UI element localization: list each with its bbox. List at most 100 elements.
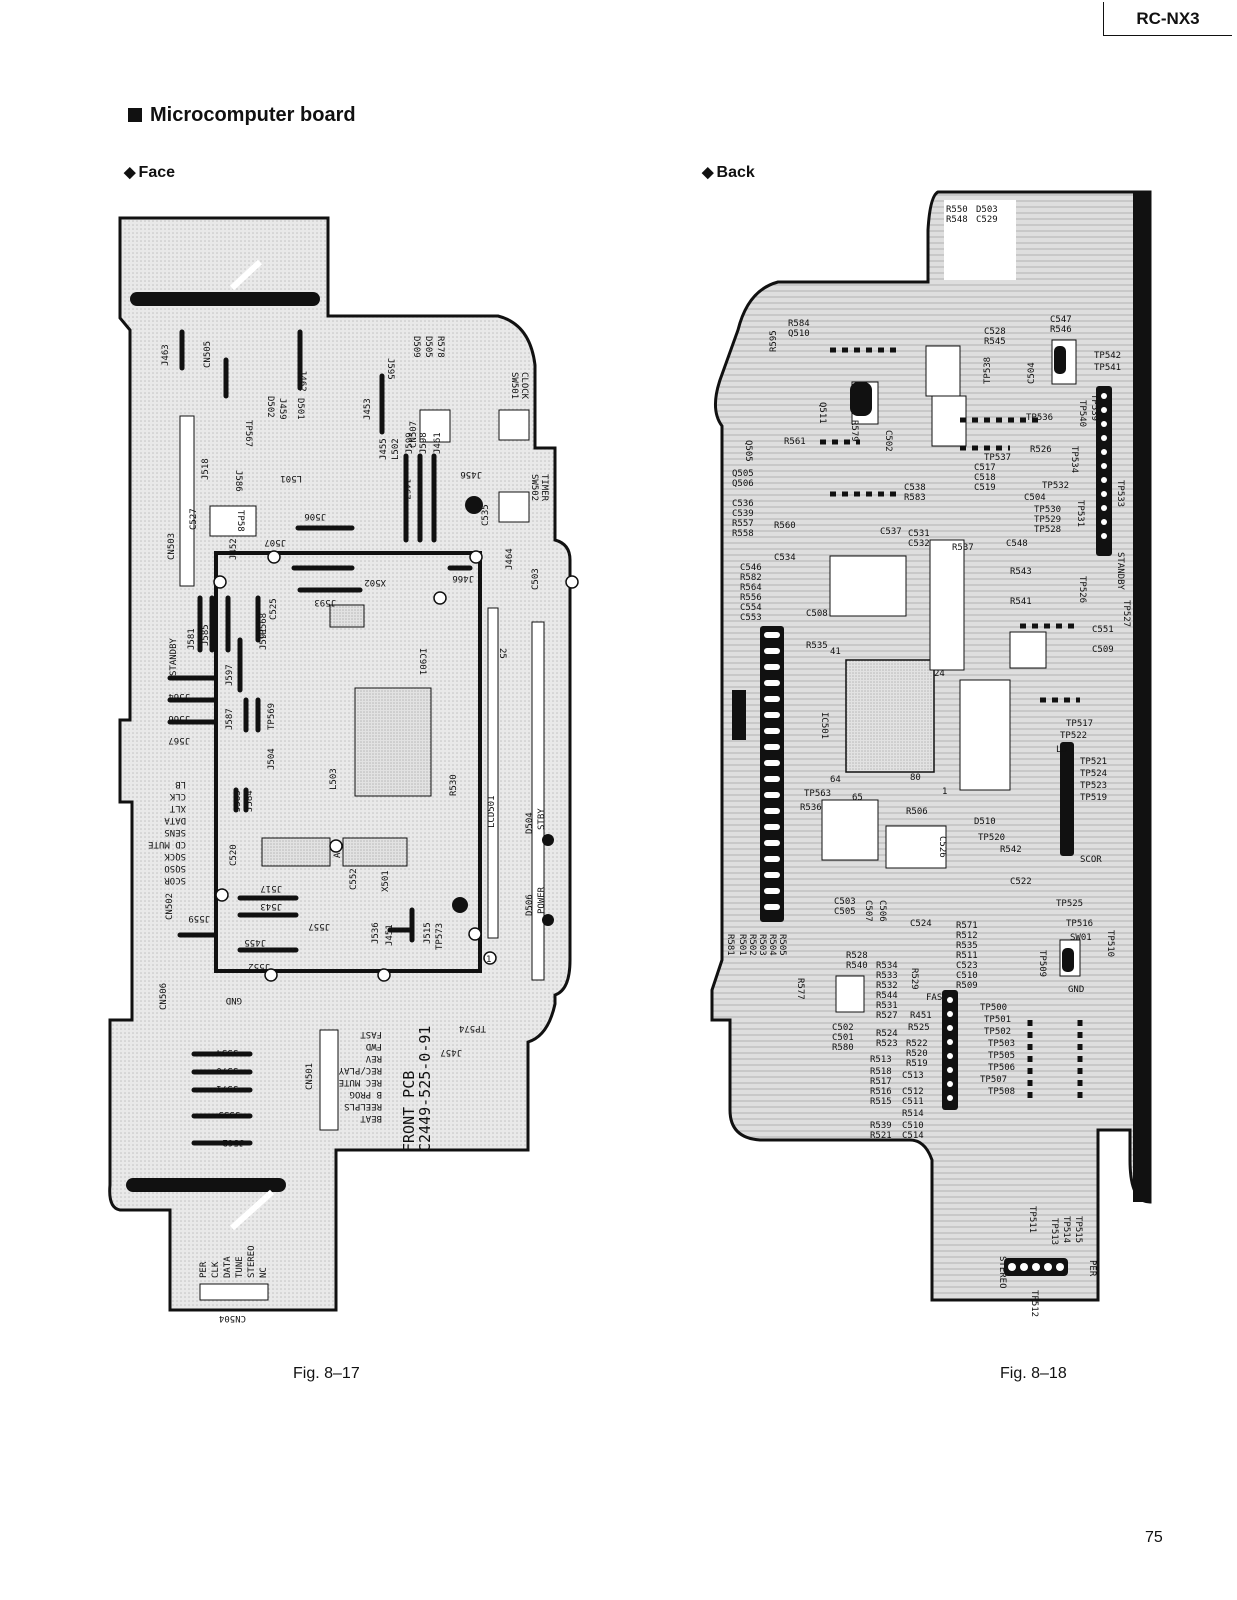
label-stereo: STEREO bbox=[247, 1245, 257, 1278]
label-j583: J583 bbox=[233, 790, 243, 812]
label-r523: R523 bbox=[876, 1039, 898, 1049]
label-j466: J466 bbox=[452, 573, 474, 583]
label-r584: R584 bbox=[788, 319, 810, 329]
sw501-switch bbox=[498, 409, 530, 441]
label-pin80: 80 bbox=[910, 773, 921, 783]
label-lcd501: LCD501 bbox=[487, 795, 497, 828]
label-j599: J599 bbox=[405, 432, 415, 454]
label-tp505: TP505 bbox=[988, 1051, 1015, 1061]
page-number: 75 bbox=[1145, 1529, 1163, 1546]
cn503-connector bbox=[179, 415, 195, 587]
model-number: RC-NX3 bbox=[1103, 2, 1232, 36]
label-tp510: TP510 bbox=[1105, 930, 1115, 957]
face-diagonal-mark-1 bbox=[229, 259, 263, 291]
section-title: Microcomputer board bbox=[128, 104, 356, 127]
label-beat: BEAT bbox=[360, 1113, 382, 1123]
label-power: POWER bbox=[537, 886, 547, 914]
label-r512: R512 bbox=[956, 931, 978, 941]
label-c508: C508 bbox=[806, 609, 828, 619]
label-cn507: CN507 bbox=[409, 421, 419, 448]
label-pin65: 65 bbox=[852, 793, 863, 803]
label-standby: STANDBY bbox=[169, 637, 179, 676]
label-tp521: TP521 bbox=[1080, 757, 1107, 767]
back-solder-blobs bbox=[850, 346, 1074, 972]
cn504-connector bbox=[199, 1283, 269, 1301]
label-j586: J586 bbox=[233, 470, 243, 492]
label-q511: Q511 bbox=[817, 402, 827, 424]
label-tp530: TP530 bbox=[1034, 505, 1061, 515]
face-lcd-frame bbox=[214, 551, 482, 973]
lcd-connector-strip bbox=[487, 607, 499, 939]
face-vias bbox=[213, 550, 579, 982]
label-per: PER bbox=[1087, 1260, 1097, 1277]
label-j554: J554 bbox=[216, 1047, 238, 1057]
label-pcb-number: C2449-525-0-91 bbox=[416, 1026, 434, 1152]
label-r583: R583 bbox=[904, 493, 926, 503]
label-j467: J467 bbox=[401, 478, 411, 500]
tp-pad-column-right bbox=[1096, 386, 1112, 556]
label-r539: R539 bbox=[870, 1121, 892, 1131]
label-j552: J552 bbox=[248, 961, 270, 971]
label-j587: J587 bbox=[225, 708, 235, 730]
label-r540: R540 bbox=[846, 961, 868, 971]
label-tp527: TP527 bbox=[1121, 600, 1131, 627]
label-j557: J557 bbox=[308, 921, 330, 931]
label-j555: J555 bbox=[218, 1109, 240, 1119]
label-j518: J518 bbox=[201, 458, 211, 480]
label-tp525: TP525 bbox=[1056, 899, 1083, 909]
label-tp528: TP528 bbox=[1034, 525, 1061, 535]
label-c502: C502 bbox=[883, 430, 893, 452]
label-tp541: TP541 bbox=[1094, 363, 1121, 373]
label-j452: J452 bbox=[229, 538, 239, 560]
c535-capacitor bbox=[465, 496, 483, 514]
label-j455b: J455 bbox=[244, 937, 266, 947]
label-c520: C520 bbox=[229, 844, 239, 866]
label-scor: SCOR bbox=[1080, 855, 1102, 865]
face-subtitle-text: Face bbox=[138, 164, 176, 181]
label-r546: R546 bbox=[1050, 325, 1072, 335]
label-r577: R577 bbox=[795, 978, 805, 1000]
label-c501: C501 bbox=[832, 1033, 854, 1043]
label-sens: SENS bbox=[164, 827, 186, 837]
label-r528: R528 bbox=[846, 951, 868, 961]
back-top-label-area bbox=[944, 200, 1016, 280]
label-c528: C528 bbox=[984, 327, 1006, 337]
label-c548: C548 bbox=[1006, 539, 1028, 549]
section-title-text: Microcomputer board bbox=[150, 104, 356, 126]
label-tp526: TP526 bbox=[1077, 576, 1087, 603]
label-c502b: C502 bbox=[832, 1023, 854, 1033]
label-clk2: CLK bbox=[169, 791, 186, 801]
label-tp531: TP531 bbox=[1075, 500, 1085, 527]
label-fast: FAST bbox=[360, 1029, 382, 1039]
label-tp519: TP519 bbox=[1080, 793, 1107, 803]
label-j456: J456 bbox=[460, 469, 482, 479]
label-reelpls: REELPLS bbox=[344, 1101, 382, 1111]
label-cn502: CN502 bbox=[165, 893, 175, 920]
tp58-block bbox=[209, 505, 257, 537]
label-data: DATA bbox=[223, 1256, 233, 1278]
face-top-bar bbox=[130, 292, 320, 306]
cn507-connector bbox=[419, 409, 451, 443]
label-tp574: TP574 bbox=[459, 1023, 486, 1033]
label-r571: R571 bbox=[956, 921, 978, 931]
label-r525: R525 bbox=[908, 1023, 930, 1033]
label-standby: STANDBY bbox=[1115, 552, 1125, 591]
label-ic901: IC901 bbox=[417, 648, 427, 675]
label-d504: D504 bbox=[525, 812, 535, 834]
back-right-edge-bar bbox=[1133, 192, 1151, 1202]
label-tp516: TP516 bbox=[1066, 919, 1093, 929]
face-labels: CN505 J463 J462 J595 D509 D505 R578 SW50… bbox=[148, 336, 549, 1323]
label-ic501: IC501 bbox=[819, 712, 829, 739]
label-tp538: TP538 bbox=[983, 357, 993, 384]
label-tp522: TP522 bbox=[1060, 731, 1087, 741]
label-tp563: TP563 bbox=[804, 789, 831, 799]
label-j595: J595 bbox=[385, 358, 395, 380]
label-r561: R561 bbox=[784, 437, 806, 447]
label-r548: R548 bbox=[946, 215, 968, 225]
label-c529: C529 bbox=[976, 215, 998, 225]
back-figure-caption: Fig. 8–18 bbox=[1000, 1365, 1067, 1382]
label-r502: R502 bbox=[747, 934, 757, 956]
label-c534: C534 bbox=[774, 553, 796, 563]
sw502-switch bbox=[498, 491, 530, 523]
